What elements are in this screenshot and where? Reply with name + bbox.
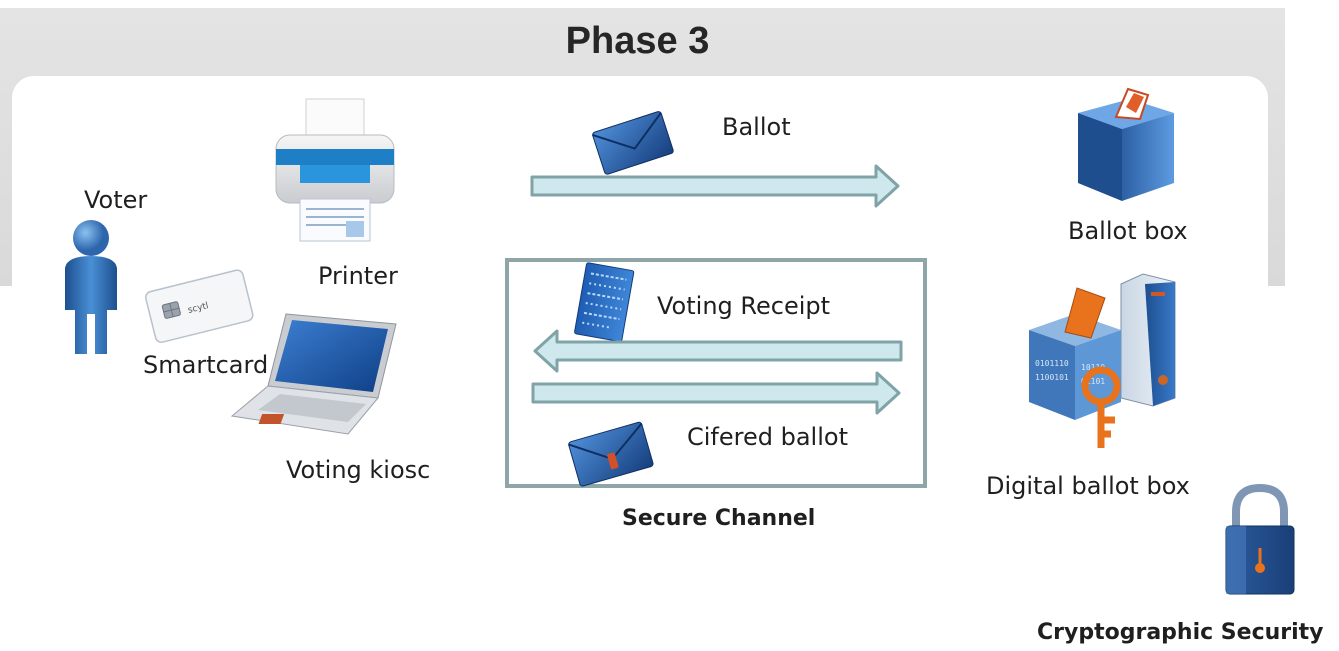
receipt-arrow <box>533 329 903 373</box>
digital-ballot-box-icon: 0101110 1100101 10110 01101 <box>1029 273 1176 448</box>
padlock-icon <box>1225 483 1295 595</box>
cifered-arrow <box>531 371 901 415</box>
svg-text:10110: 10110 <box>1081 363 1105 372</box>
ballot-box-icon <box>1078 87 1174 201</box>
kiosk-label: Voting kiosc <box>286 456 431 484</box>
smartcard-icon: scytl <box>144 269 254 344</box>
digital-ballot-box-label: Digital ballot box <box>986 472 1190 500</box>
diagram-title: Phase 3 <box>565 20 710 62</box>
printer-label: Printer <box>318 262 398 290</box>
receipt-icon <box>574 262 635 342</box>
voter-icon <box>65 220 117 354</box>
crypto-security-label: Cryptographic Security <box>1037 620 1324 645</box>
secure-channel-label: Secure Channel <box>622 506 816 531</box>
cifered-label: Cifered ballot <box>687 423 848 451</box>
laptop-icon <box>230 313 397 435</box>
ballot-envelope-icon <box>592 111 674 175</box>
svg-text:01101: 01101 <box>1081 377 1105 386</box>
ballot-arrow <box>530 164 900 208</box>
secure-channel-box <box>505 258 927 488</box>
smartcard-label: Smartcard <box>143 351 269 379</box>
smartcard-brand-text: scytl <box>187 301 210 316</box>
svg-text:1100101: 1100101 <box>1035 373 1069 382</box>
cifered-envelope-icon <box>568 421 654 487</box>
voter-label: Voter <box>84 186 148 214</box>
ballot-box-label: Ballot box <box>1068 217 1188 245</box>
printer-icon <box>275 98 395 242</box>
svg-text:0101110: 0101110 <box>1035 359 1069 368</box>
receipt-label: Voting Receipt <box>657 292 831 320</box>
ballot-label: Ballot <box>722 113 791 141</box>
